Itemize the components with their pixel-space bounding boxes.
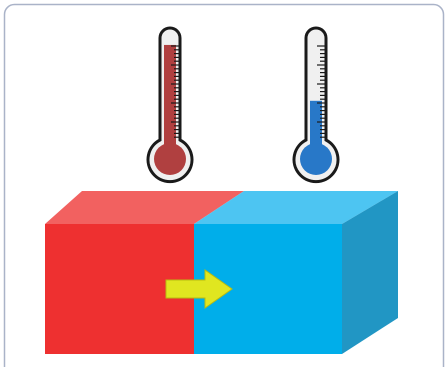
thermometer-cold-bulb bbox=[300, 143, 332, 175]
cold-block bbox=[194, 191, 398, 354]
thermometer-hot-bulb bbox=[154, 143, 186, 175]
